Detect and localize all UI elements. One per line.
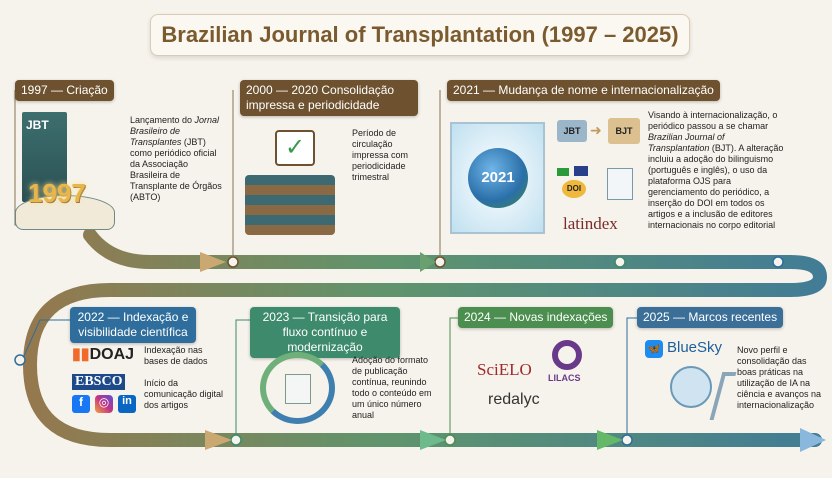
node-2022 <box>14 354 26 366</box>
redalyc-logo: redalyc <box>488 391 540 408</box>
journal-stack-icon <box>245 175 335 235</box>
journal-cover-icon: JBT <box>22 112 67 202</box>
lilacs-logo: LILACS <box>548 373 581 383</box>
linkedin-icon[interactable]: in <box>118 395 136 413</box>
node-2021 <box>434 256 446 268</box>
page-title: Brazilian Journal of Transplantation (19… <box>150 14 690 56</box>
node-2025 <box>621 434 633 446</box>
node-2023 <box>230 434 242 446</box>
description-2023: Adoção do formato de publicação contínua… <box>352 355 432 420</box>
calendar-check-icon: ✓ <box>275 130 315 166</box>
brazil-flag-icon <box>557 168 569 176</box>
label-1997: 1997 — Criação <box>15 80 114 101</box>
track-top <box>22 228 828 447</box>
folder-bjt-icon: BJT <box>608 118 640 144</box>
open-book-icon <box>15 195 115 230</box>
label-2021: 2021 — Mudança de nome e internacionaliz… <box>447 80 720 101</box>
description-2000-2020: Período de circulação impressa com perio… <box>352 128 409 182</box>
document-icon <box>285 374 311 404</box>
label-2022: 2022 — Indexação e visibilidade científi… <box>70 307 196 343</box>
label-2023: 2023 — Transição para fluxo contínuo e m… <box>250 307 400 358</box>
globe-icon: 2021 <box>468 148 528 208</box>
ebsco-logo: EBSCO <box>72 374 126 390</box>
document-search-icon <box>607 168 633 200</box>
bluesky-butterfly-icon: 🦋 <box>645 340 663 358</box>
label-2024: 2024 — Novas indexações <box>458 307 614 328</box>
arrow-heads <box>200 252 826 452</box>
doaj-logo: ▮▮DOAJ <box>72 346 135 363</box>
arrow-right-icon: ➜ <box>590 122 602 138</box>
node-2024 <box>444 434 456 446</box>
description-2021: Visando à internacionalização, o periódi… <box>648 110 784 230</box>
label-2000-2020: 2000 — 2020 Consolidação impressa e peri… <box>240 80 418 116</box>
year-badge-1997: 1997 <box>28 178 86 208</box>
social-description: Início da comunicação digital dos artigo… <box>144 378 224 410</box>
bluesky-logo[interactable]: BlueSky <box>667 339 723 356</box>
folder-jbt-icon: JBT <box>557 120 587 142</box>
facebook-icon[interactable]: f <box>72 395 90 413</box>
uk-flag-icon <box>574 166 588 176</box>
doi-icon: DOI <box>562 180 586 198</box>
cycle-documents-icon <box>260 352 335 424</box>
lilacs-emblem-icon <box>552 340 582 370</box>
description-2025: Novo perfil e consolidação das boas prát… <box>737 345 822 410</box>
doaj-description: Indexação nas bases de dados <box>144 345 208 366</box>
social-icons: f ◎ in <box>72 395 136 413</box>
node-a <box>614 256 626 268</box>
node-2000 <box>227 256 239 268</box>
instagram-icon[interactable]: ◎ <box>95 395 113 413</box>
latindex-logo: latindex <box>563 214 618 233</box>
ai-brain-icon <box>670 366 712 408</box>
scielo-logo: SciELO <box>477 360 532 379</box>
node-b <box>772 256 784 268</box>
label-2025: 2025 — Marcos recentes <box>637 307 784 328</box>
description-1997: Lançamento do Jornal Brasileiro de Trans… <box>130 115 222 202</box>
